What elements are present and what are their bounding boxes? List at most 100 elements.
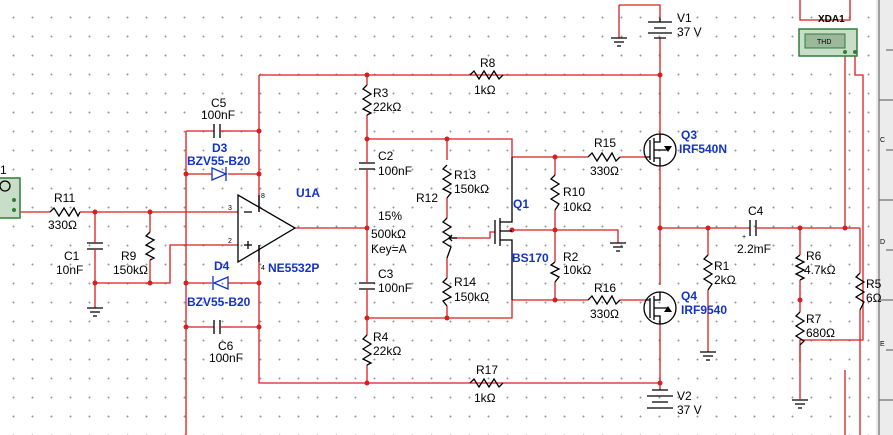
page-ruler	[876, 0, 893, 435]
ground-symbols	[87, 37, 808, 409]
r6-value: 4.7kΩ	[804, 263, 836, 277]
v2-ref: V2	[677, 389, 692, 403]
v1-value: 37 V	[677, 25, 702, 39]
r16-symbol	[587, 294, 621, 306]
r5-ref: R5	[866, 277, 882, 291]
opamp-u1a[interactable]	[237, 193, 297, 264]
r13-ref: R13	[454, 168, 476, 182]
v1-ref: V1	[677, 11, 692, 25]
r5-value: 6Ω	[866, 291, 882, 305]
r10-ref: R10	[563, 185, 585, 199]
q1-ref: Q1	[513, 197, 529, 211]
c1-value: 10nF	[56, 263, 83, 277]
labels: V1 37 V V2 37 V XDA1 THD R8 1kΩ R17 1kΩ …	[0, 11, 885, 417]
r12-symbol	[441, 217, 453, 259]
r8-ref: R8	[480, 56, 496, 70]
r7-value: 680Ω	[806, 326, 835, 340]
q1-value: BS170	[512, 251, 549, 265]
xda1-ref: XDA1	[818, 14, 845, 25]
r17-value: 1kΩ	[474, 391, 496, 405]
d4-symbol	[212, 276, 229, 290]
mosfet-q1[interactable]	[494, 157, 513, 300]
r12-wiper-icon	[448, 234, 457, 242]
d3-ref: D3	[212, 141, 228, 155]
r6-symbol	[794, 254, 806, 281]
c4-value: 2.2mF	[737, 242, 771, 256]
ruler-mark-d: D	[880, 239, 885, 246]
c5-ref: C5	[211, 96, 227, 110]
svg-text:+: +	[742, 234, 746, 241]
c2-value: 100nF	[378, 164, 412, 178]
r2-symbol	[549, 261, 561, 283]
mosfet-q4[interactable]	[643, 291, 677, 325]
r8-symbol	[469, 69, 504, 81]
r14-value: 150kΩ	[454, 290, 489, 304]
c2-ref: C2	[378, 149, 394, 163]
r6-ref: R6	[806, 249, 822, 263]
c5-symbol	[213, 124, 221, 138]
r3-symbol	[361, 84, 373, 116]
r17-ref: R17	[476, 363, 498, 377]
r2-value: 10kΩ	[563, 263, 591, 277]
r11-value: 330Ω	[48, 218, 77, 232]
r2-ref: R2	[563, 250, 579, 264]
r4-value: 22kΩ	[373, 344, 401, 358]
r12-percent: 15%	[378, 209, 402, 223]
q4-ref: Q4	[681, 289, 697, 303]
r12-value: 500kΩ	[371, 227, 406, 241]
junction-dots	[92, 72, 848, 386]
q4-value: IRF9540	[681, 303, 727, 317]
u1a-pin3: 3	[228, 205, 232, 212]
r1-value: 2kΩ	[714, 273, 736, 287]
r11-symbol	[49, 206, 81, 218]
r17-symbol	[469, 377, 504, 389]
r16-value: 330Ω	[590, 307, 619, 321]
r9-symbol	[144, 231, 156, 261]
r14-ref: R14	[454, 275, 476, 289]
r5-symbol	[854, 272, 866, 311]
r1-symbol	[702, 254, 714, 291]
r15-value: 330Ω	[590, 164, 619, 178]
c6-ref: C6	[218, 339, 234, 353]
c6-value: 100nF	[209, 351, 243, 365]
r13-symbol	[441, 164, 453, 199]
r11-ref: R11	[54, 191, 75, 205]
r16-ref: R16	[594, 281, 616, 295]
capacitor-symbols: +	[87, 124, 760, 334]
c2-symbol	[359, 162, 375, 170]
r7-symbol	[794, 311, 806, 346]
wires	[18, 0, 864, 435]
r14-symbol	[441, 277, 453, 307]
r15-ref: R15	[594, 136, 616, 150]
r10-symbol	[549, 174, 561, 211]
c4-ref: C4	[748, 204, 764, 218]
q3-ref: Q3	[681, 128, 697, 142]
r8-value: 1kΩ	[474, 83, 496, 97]
diode-symbols	[211, 167, 229, 290]
ruler-mark-e: E	[880, 341, 885, 348]
c3-value: 100nF	[378, 281, 412, 295]
c6-symbol	[213, 320, 221, 334]
d3-symbol	[211, 167, 228, 181]
mosfet-q3[interactable]	[643, 133, 677, 167]
supply-v1[interactable]	[648, 18, 672, 39]
c3-symbol	[359, 282, 375, 290]
supply-v2[interactable]	[647, 389, 673, 409]
signal-source[interactable]	[0, 177, 21, 219]
r4-symbol	[361, 334, 373, 366]
r4-ref: R4	[373, 330, 389, 344]
v2-value: 37 V	[677, 403, 702, 417]
c4-symbol	[749, 220, 757, 236]
r7-ref: R7	[806, 312, 822, 326]
xda1-instrument[interactable]	[798, 28, 858, 57]
xda1-label: THD	[817, 39, 831, 46]
resistor-symbols	[49, 69, 866, 389]
u1a-ref: U1A	[296, 186, 320, 200]
q3-value: IRF540N	[679, 142, 727, 156]
u1a-pin8: 8	[261, 193, 265, 200]
r3-ref: R3	[373, 86, 389, 100]
u1a-value: NE5532P	[268, 261, 319, 275]
c1-symbol	[87, 242, 103, 250]
